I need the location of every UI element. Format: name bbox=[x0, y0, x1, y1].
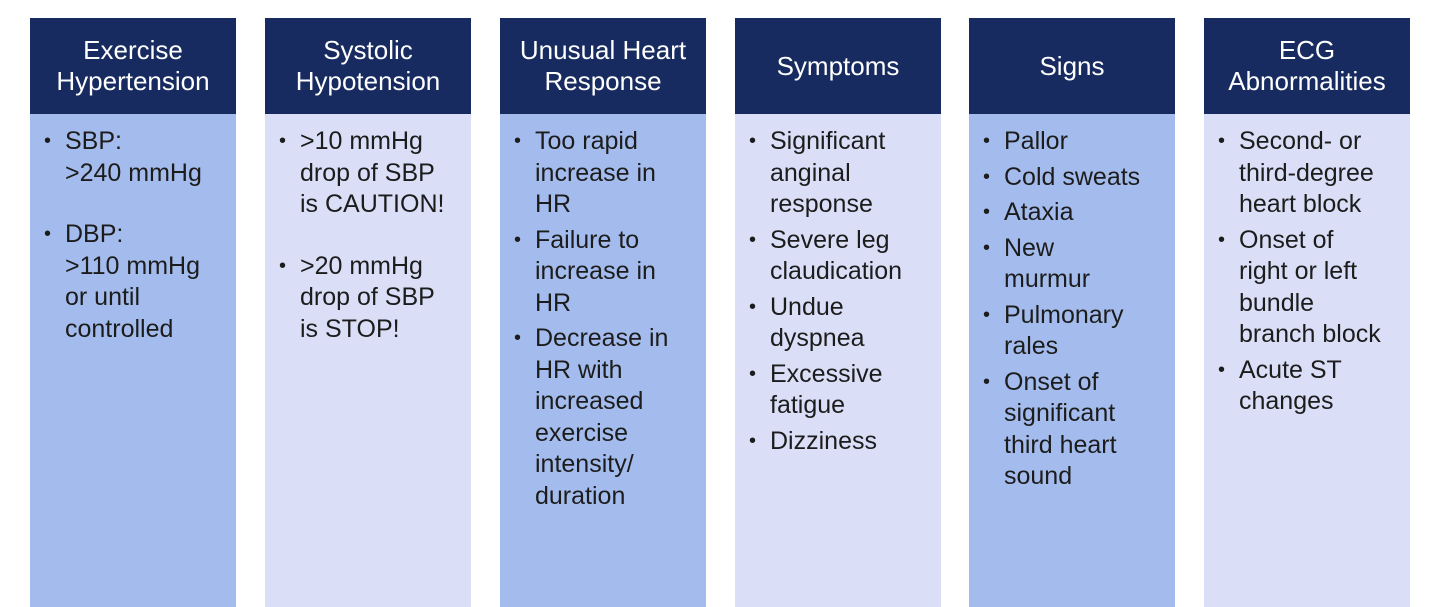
list-item: Second- or third-degree heart block bbox=[1218, 126, 1404, 221]
column-header: ECG Abnormalities bbox=[1204, 18, 1410, 114]
list-item: Acute ST changes bbox=[1218, 355, 1404, 418]
list-item: Ataxia bbox=[983, 197, 1169, 229]
column-title: Systolic Hypotension bbox=[295, 35, 441, 96]
column-body: SBP: >240 mmHg DBP: >110 mmHg or until c… bbox=[30, 114, 236, 607]
list-item: SBP: >240 mmHg bbox=[44, 126, 230, 189]
column-body: Pallor Cold sweats Ataxia New murmur Pul… bbox=[969, 114, 1175, 607]
column-signs: Signs Pallor Cold sweats Ataxia New murm… bbox=[969, 18, 1175, 607]
list-item: New murmur bbox=[983, 233, 1169, 296]
list-item: Cold sweats bbox=[983, 162, 1169, 194]
criteria-list: Significant anginal response Severe leg … bbox=[749, 126, 935, 457]
list-item: Dizziness bbox=[749, 426, 935, 458]
column-systolic-hypotension: Systolic Hypotension >10 mmHg drop of SB… bbox=[265, 18, 471, 607]
column-title: Signs bbox=[1039, 50, 1105, 81]
column-unusual-heart-response: Unusual Heart Response Too rapid increas… bbox=[500, 18, 706, 607]
column-symptoms: Symptoms Significant anginal response Se… bbox=[735, 18, 941, 607]
column-header: Unusual Heart Response bbox=[500, 18, 706, 114]
column-body: Second- or third-degree heart block Onse… bbox=[1204, 114, 1410, 607]
column-ecg-abnormalities: ECG Abnormalities Second- or third-degre… bbox=[1204, 18, 1410, 607]
list-item: Onset of significant third heart sound bbox=[983, 367, 1169, 493]
column-title: ECG Abnormalities bbox=[1228, 35, 1386, 96]
criteria-list: Too rapid increase in HR Failure to incr… bbox=[514, 126, 700, 512]
column-exercise-hypertension: Exercise Hypertension SBP: >240 mmHg DBP… bbox=[30, 18, 236, 607]
column-header: Symptoms bbox=[735, 18, 941, 114]
list-item: Pallor bbox=[983, 126, 1169, 158]
column-header: Signs bbox=[969, 18, 1175, 114]
list-item: Failure to increase in HR bbox=[514, 225, 700, 320]
column-body: Too rapid increase in HR Failure to incr… bbox=[500, 114, 706, 607]
list-item: Excessive fatigue bbox=[749, 359, 935, 422]
list-item: Too rapid increase in HR bbox=[514, 126, 700, 221]
list-item: Undue dyspnea bbox=[749, 292, 935, 355]
list-item: >10 mmHg drop of SBP is CAUTION! bbox=[279, 126, 465, 221]
column-title: Unusual Heart Response bbox=[519, 35, 687, 96]
list-item: >20 mmHg drop of SBP is STOP! bbox=[279, 251, 465, 346]
column-body: >10 mmHg drop of SBP is CAUTION! >20 mmH… bbox=[265, 114, 471, 607]
list-item: Onset of right or left bundle branch blo… bbox=[1218, 225, 1404, 351]
column-header: Exercise Hypertension bbox=[30, 18, 236, 114]
criteria-list: SBP: >240 mmHg DBP: >110 mmHg or until c… bbox=[44, 126, 230, 345]
criteria-list: >10 mmHg drop of SBP is CAUTION! >20 mmH… bbox=[279, 126, 465, 345]
list-item: Pulmonary rales bbox=[983, 300, 1169, 363]
column-body: Significant anginal response Severe leg … bbox=[735, 114, 941, 607]
list-item: Decrease in HR with increased exercise i… bbox=[514, 323, 700, 512]
column-title: Exercise Hypertension bbox=[56, 35, 210, 96]
criteria-list: Second- or third-degree heart block Onse… bbox=[1218, 126, 1404, 418]
criteria-list: Pallor Cold sweats Ataxia New murmur Pul… bbox=[983, 126, 1169, 493]
list-item: DBP: >110 mmHg or until controlled bbox=[44, 219, 230, 345]
column-title: Symptoms bbox=[776, 50, 900, 81]
list-item: Significant anginal response bbox=[749, 126, 935, 221]
list-item: Severe leg claudication bbox=[749, 225, 935, 288]
column-header: Systolic Hypotension bbox=[265, 18, 471, 114]
